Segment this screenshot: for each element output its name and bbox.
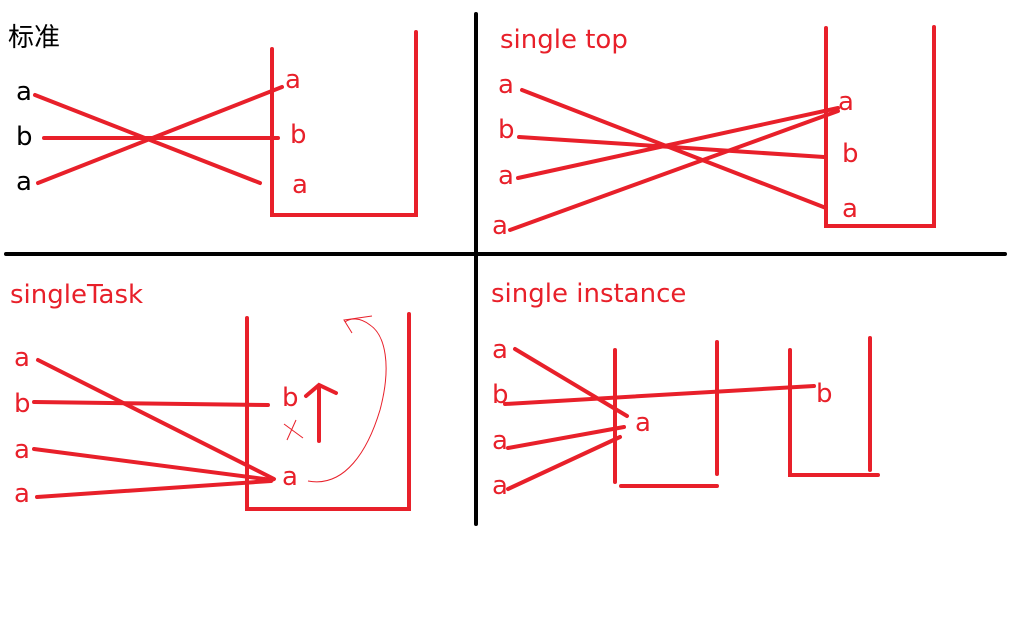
stack-label: b: [842, 139, 859, 169]
left-label: a: [492, 211, 508, 241]
quadrant-title: singleTask: [10, 280, 143, 310]
cross-mark-icon: [283, 423, 304, 439]
curved-arrow: [307, 318, 387, 483]
left-label: a: [16, 77, 32, 107]
left-label: a: [492, 426, 508, 456]
cross-mark-icon: [286, 419, 297, 441]
stack-label: a: [838, 87, 854, 117]
up-arrow-head: [304, 382, 338, 398]
left-label: b: [498, 115, 515, 145]
stack-label: a: [282, 462, 298, 492]
pop-annotation: [283, 315, 387, 483]
left-label: a: [14, 343, 30, 373]
left-label: a: [492, 471, 508, 501]
left-label: a: [14, 435, 30, 465]
stack-label: a: [842, 194, 858, 224]
stack-label: b: [290, 120, 307, 150]
quadrant-single-top: single top a b a a a b a: [492, 25, 936, 241]
quadrant-standard: 标准 a b a a b a: [8, 23, 418, 217]
arrow-line: [506, 425, 626, 450]
task-stack: [245, 312, 411, 511]
arrow-line: [35, 479, 273, 499]
arrow-line: [506, 435, 622, 491]
task-stack-2: [788, 348, 880, 477]
stack-label: a: [285, 65, 301, 95]
left-label: a: [14, 479, 30, 509]
left-label: b: [16, 122, 33, 152]
arrow-line: [508, 109, 840, 232]
quadrant-single-instance: single instance a b a a a b: [491, 279, 880, 501]
left-label: a: [16, 167, 32, 197]
quadrant-title: 标准: [8, 23, 60, 53]
left-label: a: [492, 335, 508, 365]
arrow-line: [32, 447, 274, 482]
arrow-line: [516, 106, 840, 180]
arrow-line: [36, 85, 284, 185]
task-stack: [270, 30, 418, 217]
curved-arrow-head: [343, 315, 373, 334]
arrow-line: [513, 347, 629, 418]
left-label: a: [498, 70, 514, 100]
stack-label: a: [292, 170, 308, 200]
arrow-line: [32, 400, 270, 407]
arrow-line: [503, 384, 816, 406]
quadrant-single-task: singleTask a b a a b a: [10, 280, 411, 511]
left-label: a: [498, 161, 514, 191]
stack-label: a: [635, 408, 651, 438]
arrow-line: [517, 135, 826, 159]
arrow-line: [36, 358, 276, 481]
quadrant-title: single top: [500, 25, 628, 55]
task-stack: [824, 25, 936, 228]
stack-label: b: [816, 379, 833, 409]
left-label: b: [14, 389, 31, 419]
quadrant-title: single instance: [491, 279, 686, 309]
quadrant-dividers: [4, 12, 1007, 526]
stack-label: b: [282, 383, 299, 413]
